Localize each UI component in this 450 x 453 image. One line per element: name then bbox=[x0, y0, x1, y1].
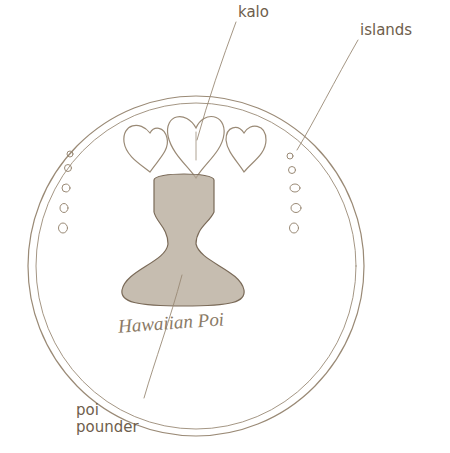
poi-pounder bbox=[122, 174, 244, 306]
part-label: islands bbox=[360, 22, 412, 39]
kalo-vein bbox=[196, 132, 197, 160]
leader-line bbox=[144, 275, 182, 398]
kalo-leaf bbox=[168, 117, 225, 178]
coin-outer-rim bbox=[28, 96, 364, 436]
leader-line bbox=[197, 22, 236, 140]
kalo-leaf bbox=[226, 126, 266, 172]
leader-line bbox=[297, 40, 358, 150]
part-label: poi pounder bbox=[76, 402, 156, 437]
coin-inscription: Hawaiian Poi bbox=[117, 308, 224, 337]
kalo-leaf bbox=[124, 125, 168, 172]
part-label: kalo bbox=[238, 4, 269, 21]
coin-inner-rim bbox=[36, 103, 356, 429]
